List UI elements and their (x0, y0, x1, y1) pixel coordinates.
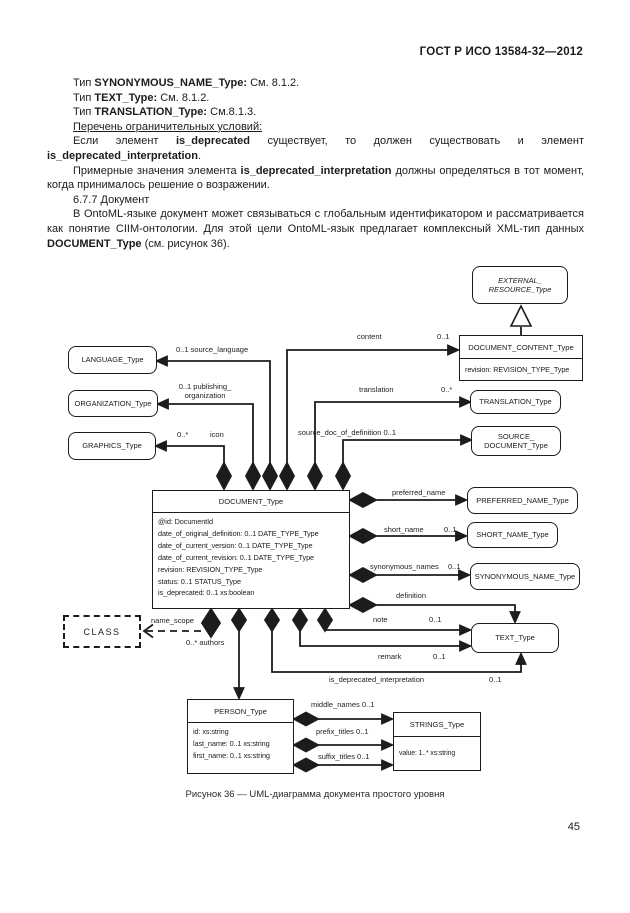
label-authors: 0..* authors (186, 638, 225, 647)
class-box-source-document-type: SOURCE_ DOCUMENT_Type (471, 426, 561, 456)
paragraph-constraint-1: Если элемент is_deprecated существует, т… (47, 135, 585, 162)
connector-preferred-name (348, 491, 469, 509)
connector-remark (291, 607, 473, 652)
class-box-document-type: DOCUMENT_Type @id: DocumentId date_of_or… (152, 490, 350, 609)
label-note: note (373, 615, 388, 624)
class-box-document-content-type-title: DOCUMENT_CONTENT_Type (460, 336, 582, 359)
class-box-preferred-name-type-label: PREFERRED_NAME_Type (476, 495, 569, 505)
label-synonymous-names-multiplicity: 0..1 (448, 562, 461, 571)
connector-synonymous-names (348, 566, 472, 584)
connector-publishing-organization (155, 398, 262, 491)
class-box-class-label: CLASS (83, 626, 121, 637)
section-heading-6-7-7: 6.7.7 Документ (73, 193, 150, 206)
label-icon-multiplicity: 0..* (177, 430, 189, 439)
paragraph-ontoml: В OntoML-языке документ может связыватьс… (47, 208, 584, 250)
paragraph-constraints-heading: Перечень ограничительных условий: (73, 120, 263, 133)
label-translation: translation (359, 385, 394, 394)
class-box-external-resource-type-label: EXTERNAL_ RESOURCE_Type (488, 275, 552, 295)
class-box-strings-type-title: STRINGS_Type (394, 713, 480, 737)
page-number: 45 (567, 821, 580, 833)
label-name-scope: name_scope (151, 616, 194, 625)
figure-caption: Рисунок 36 — UML-диаграмма документа про… (185, 789, 445, 800)
label-note-multiplicity: 0..1 (429, 615, 442, 624)
label-translation-multiplicity: 0..* (441, 385, 453, 394)
label-content: content (357, 332, 382, 341)
class-box-document-content-type: DOCUMENT_CONTENT_Type revision: REVISION… (459, 335, 583, 381)
connector-authors (230, 607, 248, 701)
generalization-arrow (509, 304, 533, 335)
label-is-deprecated-interpretation-multiplicity: 0..1 (489, 675, 502, 684)
class-box-synonymous-name-type: SYNONYMOUS_NAME_Type (470, 563, 580, 590)
label-suffix-titles: suffix_titles 0..1 (318, 752, 370, 761)
class-box-person-type: PERSON_Type id: xs:string last_name: 0..… (187, 699, 294, 774)
class-box-document-type-title: DOCUMENT_Type (153, 491, 349, 513)
label-synonymous-names: synonymous_names (370, 562, 439, 571)
label-icon: icon (210, 430, 224, 439)
label-remark: remark (378, 652, 402, 661)
label-source-doc-of-definition: source_doc_of_definition 0..1 (298, 428, 396, 437)
connector-middle-names (292, 711, 395, 727)
connector-prefix-titles (292, 737, 395, 753)
connector-definition (348, 596, 521, 625)
label-source-language: 0..1 source_language (176, 345, 249, 354)
connector-note (316, 607, 473, 636)
connector-content (278, 344, 461, 491)
class-box-organization-type: ORGANIZATION_Type (68, 390, 158, 417)
class-box-strings-type: STRINGS_Type value: 1..* xs:string (393, 712, 481, 771)
label-prefix-titles: prefix_titles 0..1 (316, 727, 369, 736)
class-box-synonymous-name-type-label: SYNONYMOUS_NAME_Type (474, 571, 576, 581)
class-box-person-type-attributes: id: xs:string last_name: 0..1 xs:string … (193, 727, 270, 760)
connector-name-scope (142, 607, 222, 639)
connector-suffix-titles (292, 757, 395, 773)
class-box-source-document-type-label: SOURCE_ DOCUMENT_Type (484, 431, 548, 451)
paragraph-type-synonymous: Тип SYNONYMOUS_NAME_Type: См. 8.1.2. (73, 77, 300, 89)
class-box-external-resource-type: EXTERNAL_ RESOURCE_Type (472, 266, 568, 304)
class-box-document-content-type-attributes: revision: REVISION_TYPE_Type (465, 364, 570, 374)
class-box-graphics-type: GRAPHICS_Type (68, 432, 156, 460)
connector-source-language (154, 355, 279, 491)
class-box-document-type-attributes: @id: DocumentId date_of_original_definit… (158, 517, 319, 598)
label-definition: definition (396, 591, 427, 600)
class-box-person-type-title: PERSON_Type (188, 700, 293, 723)
connector-short-name (348, 527, 469, 545)
class-box-organization-type-label: ORGANIZATION_Type (74, 398, 152, 408)
connector-translation (306, 396, 473, 491)
connector-source-doc-of-definition (334, 434, 474, 491)
paragraph-type-translation: Тип TRANSLATION_Type: См.8.1.3. (73, 106, 257, 119)
label-middle-names: middle_names 0..1 (311, 700, 375, 709)
connector-is-deprecated-interpretation (263, 607, 527, 673)
label-publishing-organization: 0..1 publishing_ organization (178, 382, 232, 400)
label-preferred-name: preferred_name (392, 488, 446, 497)
label-remark-multiplicity: 0..1 (433, 652, 446, 661)
class-box-translation-type: TRANSLATION_Type (470, 390, 561, 414)
class-box-strings-type-attributes: value: 1..* xs:string (399, 749, 456, 757)
label-content-multiplicity: 0..1 (437, 332, 450, 341)
class-box-text-type-label: TEXT_Type (495, 633, 535, 643)
class-box-language-type-label: LANGUAGE_Type (81, 355, 144, 365)
label-short-name-multiplicity: 0..1 (444, 525, 457, 534)
class-box-short-name-type-label: SHORT_NAME_Type (476, 530, 549, 540)
page-header: ГОСТ Р ИСО 13584-32—2012 (419, 46, 583, 58)
label-is-deprecated-interpretation: is_deprecated_interpretation (329, 675, 425, 684)
class-box-translation-type-label: TRANSLATION_Type (479, 397, 552, 407)
class-box-preferred-name-type: PREFERRED_NAME_Type (467, 487, 578, 514)
label-short-name: short_name (384, 525, 424, 534)
connector-icon (153, 440, 233, 491)
class-box-language-type: LANGUAGE_Type (68, 346, 157, 374)
class-box-short-name-type: SHORT_NAME_Type (467, 522, 558, 548)
paragraph-type-text: Тип TEXT_Type: См. 8.1.2. (73, 91, 210, 104)
body-text: Тип SYNONYMOUS_NAME_Type: См. 8.1.2. Тип… (47, 76, 584, 251)
class-box-text-type: TEXT_Type (471, 623, 559, 653)
class-box-class: CLASS (63, 615, 141, 648)
class-box-graphics-type-label: GRAPHICS_Type (82, 441, 142, 451)
paragraph-constraint-2: Примерные значения элемента is_deprecate… (47, 164, 584, 192)
